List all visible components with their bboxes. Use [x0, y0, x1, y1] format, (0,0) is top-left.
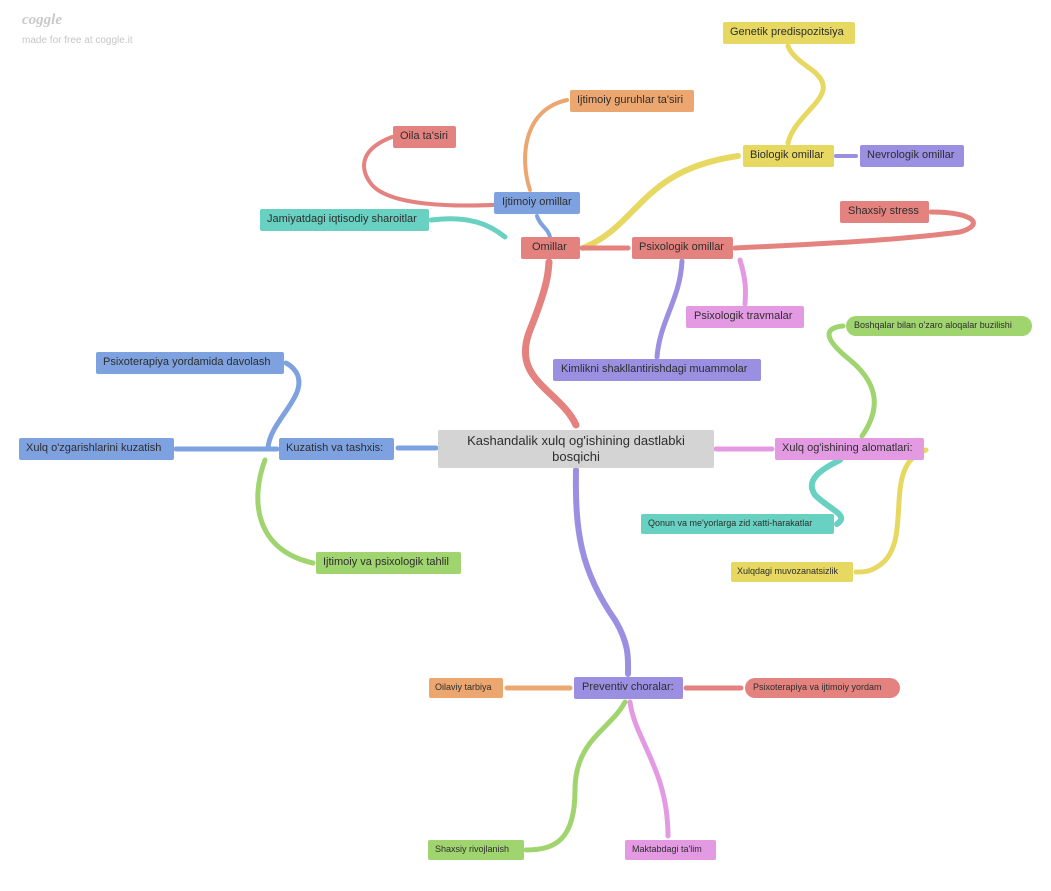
edge-alomatlar-qonun: [808, 457, 845, 527]
node-xulq-kuzatish[interactable]: Xulq o'zgarishlarini kuzatish: [19, 438, 174, 460]
edge-psixologik-stress: [732, 209, 976, 251]
node-iqtisodiy-sharoitlar[interactable]: Jamiyatdagi iqtisodiy sharoitlar: [260, 209, 429, 231]
node-qonun-zid[interactable]: Qonun va me'yorlarga zid xatti-harakatla…: [641, 514, 834, 534]
edge-preventiv-shaxsiy: [523, 699, 628, 853]
coggle-logo: coggle: [22, 12, 62, 28]
coggle-tagline: made for free at coggle.it: [22, 35, 133, 46]
node-boshqalar-aloqalar[interactable]: Boshqalar bilan o'zaro aloqalar buzilish…: [846, 316, 1032, 336]
node-oila-tasiri[interactable]: Oila ta'siri: [393, 126, 456, 148]
node-shaxsiy-stress[interactable]: Shaxsiy stress: [840, 201, 929, 223]
node-ijtimoiy-omillar[interactable]: Ijtimoiy omillar: [494, 192, 580, 214]
edge-kuzatish-davolash: [265, 360, 302, 451]
edge-central-preventiv: [572, 467, 632, 677]
node-psixoterapiya-yordam[interactable]: Psixoterapiya va ijtimoiy yordam: [745, 678, 900, 698]
edge-omillar-iqtisodiy: [428, 216, 508, 240]
edge-preventiv-maktab: [627, 699, 671, 839]
edge-omillar-biologik: [580, 153, 741, 251]
node-omillar[interactable]: Omillar: [521, 237, 580, 259]
node-ijtimoiy-psixologik-tahlil[interactable]: Ijtimoiy va psixologik tahlil: [316, 552, 461, 574]
node-shaxsiy-rivojlanish[interactable]: Shaxsiy rivojlanish: [428, 840, 524, 860]
node-biologik-omillar[interactable]: Biologik omillar: [743, 145, 834, 167]
node-psixologik-travmalar[interactable]: Psixologik travmalar: [686, 306, 804, 328]
edge-psixologik-kimlik: [654, 258, 685, 360]
edge-psixologik-travmalar: [737, 257, 748, 307]
node-preventiv-choralar[interactable]: Preventiv choralar:: [574, 677, 683, 699]
edge-ijtimoiy-oila: [362, 135, 512, 208]
node-maktabdagi-talim[interactable]: Maktabdagi ta'lim: [625, 840, 716, 860]
edge-ijtimoiy-guruhlar: [523, 98, 569, 192]
node-central[interactable]: Kashandalik xulq og'ishining dastlabki b…: [438, 430, 714, 468]
node-psixoterapiya-davolash[interactable]: Psixoterapiya yordamida davolash: [96, 352, 284, 374]
edge-omillar-ijtimoiy: [535, 214, 552, 239]
edge-kuzatish-tahlil: [255, 457, 316, 566]
node-ijtimoiy-guruhlar[interactable]: Ijtimoiy guruhlar ta'siri: [570, 90, 694, 112]
node-genetik-predispozitsiya[interactable]: Genetik predispozitsiya: [723, 22, 855, 44]
edge-alomatlar-boshqalar: [826, 323, 877, 439]
node-kimlik-muammolar[interactable]: Kimlikni shakllantirishdagi muammolar: [553, 359, 761, 381]
node-psixologik-omillar[interactable]: Psixologik omillar: [632, 237, 733, 259]
node-muvozanatsizlik[interactable]: Xulqdagi muvozanatsizlik: [731, 562, 853, 582]
node-kuzatish-tashxis[interactable]: Kuzatish va tashxis:: [279, 438, 394, 460]
node-oilaviy-tarbiya[interactable]: Oilaviy tarbiya: [429, 678, 503, 698]
node-alomatlar[interactable]: Xulq og'ishining alomatlari:: [775, 438, 924, 460]
node-nevrologik-omillar[interactable]: Nevrologik omillar: [860, 145, 964, 167]
edge-alomatlar-muvozanat: [853, 447, 929, 575]
edge-biologik-genetik: [785, 43, 826, 146]
edge-omillar-central: [521, 258, 580, 429]
